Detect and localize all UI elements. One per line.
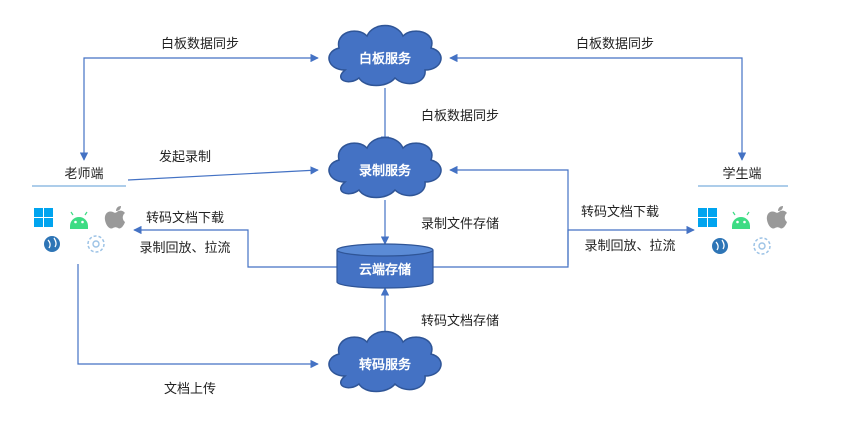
edge-storage-student <box>433 225 695 268</box>
label-playback-left: 录制回放、拉流 <box>139 241 230 256</box>
label-wb-sync-down: 白板数据同步 <box>421 108 499 124</box>
edge-storage-teacher <box>133 225 337 268</box>
label-transcode-download-right: 转码文档下载 <box>581 205 659 220</box>
edge-teacher-transcode <box>77 264 319 369</box>
student-actor: 学生端 <box>698 166 788 255</box>
apple-icon <box>104 206 125 229</box>
record-service-label: 录制服务 <box>359 163 412 179</box>
edge-student-whiteboard <box>449 53 747 161</box>
teacher-actor: 老师端 <box>32 167 126 253</box>
label-playback-right: 录制回放、拉流 <box>584 239 675 254</box>
apple-icon <box>766 206 787 229</box>
windows-icon <box>34 208 53 227</box>
label-wb-sync-right: 白板数据同步 <box>576 36 654 52</box>
windows-icon <box>698 208 717 227</box>
teacher-label: 老师端 <box>64 167 103 182</box>
label-doc-upload: 文档上传 <box>164 382 216 397</box>
mini-program-icon <box>87 235 105 253</box>
label-start-record: 发起录制 <box>159 149 211 165</box>
web-icon <box>712 238 728 254</box>
whiteboard-service-label: 白板服务 <box>359 51 412 67</box>
android-icon <box>70 211 88 229</box>
transcode-service-node: 转码服务 <box>328 330 442 393</box>
label-record-store: 录制文件存储 <box>421 217 499 232</box>
android-icon <box>732 211 750 229</box>
label-wb-sync-left: 白板数据同步 <box>161 36 239 52</box>
edge-teacher-record <box>127 166 319 181</box>
whiteboard-service-node: 白板服务 <box>328 24 442 87</box>
record-service-node: 录制服务 <box>328 136 442 199</box>
student-label: 学生端 <box>722 166 761 182</box>
web-icon <box>44 236 60 252</box>
edge-teacher-whiteboard <box>79 53 319 161</box>
mini-program-icon <box>753 237 771 255</box>
label-transcode-download-left: 转码文档下载 <box>146 211 224 226</box>
cloud-storage-node: 云端存储 <box>336 243 434 289</box>
transcode-service-label: 转码服务 <box>359 357 412 373</box>
cloud-storage-label: 云端存储 <box>359 262 411 278</box>
label-transcode-store: 转码文档存储 <box>421 314 499 329</box>
